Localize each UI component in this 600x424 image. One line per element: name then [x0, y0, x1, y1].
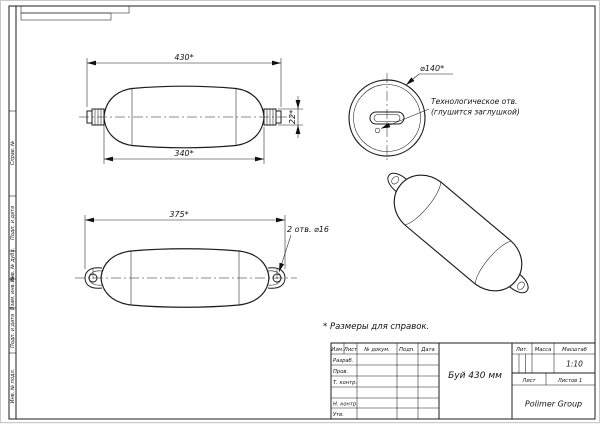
row-checked: Пров.	[333, 369, 348, 375]
technological-hole	[374, 127, 381, 134]
holes-note-label: 2 отв. ⌀16	[287, 225, 329, 234]
isometric-view	[387, 172, 529, 294]
lit-label: Лит.	[515, 347, 528, 353]
dimension-overall-length-2: 375*	[84, 210, 286, 269]
dim-375-label: 375*	[169, 210, 188, 219]
dimension-diameter: ⌀140*	[405, 64, 453, 86]
dimension-overall-length: 430*	[86, 53, 282, 107]
dim-430-label: 430*	[174, 53, 193, 62]
bottom-view: 375* 2 отв. ⌀16	[75, 210, 329, 308]
dim-22-label: 22*	[288, 110, 297, 124]
sheet-frame	[8, 5, 596, 420]
mass-label: Масса	[535, 347, 552, 353]
row-developed: Разраб.	[333, 358, 353, 364]
title-block: Изм. Лист № докум. Подп. Дата Разраб. Пр…	[330, 342, 596, 420]
margin-label-inv-podl: Инв. № подл.	[10, 369, 16, 404]
callout-line2: (глушится заглушкой)	[431, 108, 520, 117]
col-date: Дата	[420, 347, 434, 353]
tech-hole-callout: Технологическое отв. (глушится заглушкой…	[380, 97, 520, 129]
front-view: ⌀140* Технологическое отв. (глушится заг…	[348, 64, 520, 163]
dimension-tip-diameter: 22*	[278, 96, 303, 138]
col-izm: Изм.	[331, 347, 343, 353]
eyelet-left	[84, 267, 103, 289]
sheet-label: Лист	[521, 378, 536, 384]
margin-label-podp2: Подп. и дата	[10, 314, 16, 348]
document-title: Буй 430 мм	[448, 371, 502, 381]
scale-value: 1:10	[566, 360, 583, 369]
row-tcontrol: Т. контр.	[333, 380, 357, 386]
sheets-label: Листов 1	[557, 378, 582, 384]
iso-eyelet-hole-bottom	[516, 281, 525, 290]
row-ncontrol: Н. контр.	[333, 402, 358, 408]
margin-label-inv-dubl: Инв. № дубл.	[10, 248, 16, 282]
dimension-body-length: 340*	[103, 123, 265, 164]
reference-note: * Размеры для справок.	[323, 322, 429, 332]
margin-label-podp1: Подп. и дата	[10, 206, 16, 240]
col-list: Лист	[343, 347, 358, 353]
margin-label-vzam: Взам. инв. №	[10, 276, 16, 310]
margin-label-sprav: Справ. №	[10, 141, 16, 165]
row-approved: Утв.	[333, 412, 344, 418]
holes-callout: 2 отв. ⌀16	[278, 225, 329, 273]
aux-cell-bottom	[20, 12, 112, 21]
margin-column: Справ. № Подп. и дата Инв. № дубл. Взам.…	[9, 110, 16, 404]
iso-eyelet-hole-top	[391, 176, 400, 185]
col-sign: Подп.	[399, 347, 415, 353]
callout-line1: Технологическое отв.	[431, 97, 517, 106]
side-view: 430* 340* 22*	[79, 53, 303, 164]
dim-140-label: ⌀140*	[420, 64, 444, 73]
eyelet-right	[267, 267, 286, 289]
col-doc: № докум.	[363, 347, 390, 353]
aux-cell-top	[20, 5, 130, 14]
scale-label: Масштаб	[562, 347, 587, 353]
dim-340-label: 340*	[174, 149, 193, 158]
company-name: Polimer Group	[525, 400, 582, 409]
